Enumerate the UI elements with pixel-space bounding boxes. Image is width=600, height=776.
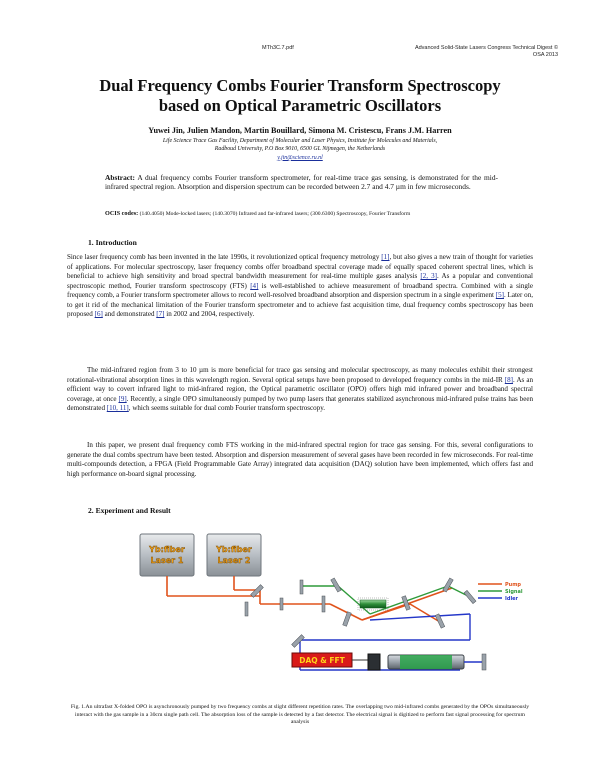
venue-year: OSA 2013 [532, 52, 558, 58]
affiliation-line-1: Life Science Trace Gas Facility, Departm… [162, 138, 438, 144]
ref-link[interactable]: [2, 3] [420, 272, 438, 280]
author-list: Yuwei Jin, Julien Mandon, Martin Bouilla… [148, 126, 452, 135]
ocis-codes: OCIS codes: (140.4050) Mode-locked laser… [105, 210, 498, 218]
p1-text-e: . Later on, to get it rid of the mechani… [67, 291, 533, 318]
abstract-label: Abstract: [105, 173, 135, 182]
intro-paragraph-2: The mid-infrared region from 3 to 10 µm … [67, 366, 533, 414]
affiliation: Life Science Trace Gas Facility, Departm… [0, 137, 600, 162]
laser-2-label: Yb:fiber [215, 545, 252, 554]
p2-text-d: , which seems suitable for dual comb Fou… [128, 404, 326, 412]
intro-paragraph-3: In this paper, we present dual frequency… [67, 441, 533, 479]
p2-text-b: . As an efficient way to covert infrared… [67, 375, 533, 403]
section-heading-experiment: 2. Experiment and Result [88, 506, 171, 515]
pump-beam [166, 576, 453, 623]
legend-pump-label: Pump [505, 582, 521, 588]
p1-text-c: . As a popular and conventional spectros… [67, 272, 533, 290]
opo-crystal [359, 599, 387, 609]
laser-1-box [139, 533, 195, 577]
abstract: Abstract: A dual frequency combs Fourier… [105, 173, 498, 192]
legend-idler-label: Idler [505, 596, 519, 602]
intro-paragraph-1: Since laser frequency comb has been inve… [67, 253, 533, 320]
signal-beam [300, 585, 473, 615]
section-heading-introduction: 1. Introduction [88, 238, 137, 247]
laser-1-label: Yb:fiber [148, 545, 185, 554]
abstract-text: A dual frequency combs Fourier transform… [105, 173, 498, 192]
paper-title: Dual Frequency Combs Fourier Transform S… [0, 76, 600, 116]
affiliation-line-2: Radboud University, P.O Box 9010, 6500 G… [214, 146, 386, 153]
crystal-mount [357, 597, 389, 611]
p1-text-d: is well-established to achieve measureme… [67, 281, 534, 300]
title-line-2: based on Optical Parametric Oscillators [158, 96, 442, 115]
laser-1-label: Laser 1 [151, 556, 184, 565]
mirror-set [244, 577, 477, 648]
ref-link[interactable]: [10, 11] [106, 404, 129, 412]
gas-cell-window [400, 655, 452, 669]
detector [367, 653, 381, 671]
cell-mirror [481, 653, 487, 671]
laser-2-box [206, 533, 262, 577]
legend-signal-label: Signal [505, 589, 523, 595]
ref-link[interactable]: [9] [118, 394, 127, 403]
beam-legend: Pump Signal Idler [478, 582, 523, 602]
ref-link[interactable]: [8] [504, 375, 514, 384]
ocis-label: OCIS codes: [105, 210, 139, 217]
title-line-1: Dual Frequency Combs Fourier Transform S… [99, 76, 501, 95]
ocis-text: (140.4050) Mode-locked lasers; (140.3070… [139, 211, 411, 217]
figure-caption: Fig. 1.An ultrafast X-folded OPO is asyn… [70, 704, 530, 726]
venue-line: Advanced Solid-State Lasers Congress Tec… [414, 45, 558, 51]
ref-link[interactable]: [1] [381, 253, 390, 261]
p3-text: In this paper, we present dual frequency… [67, 441, 533, 478]
p2-text-a: The mid-infrared region from 3 to 10 µm … [67, 366, 533, 384]
p1-text-a: Since laser frequency comb has been inve… [67, 253, 382, 261]
author-email-link[interactable]: y.jin@science.ru.nl [277, 154, 323, 161]
daq-label: DAQ & FFT [299, 656, 345, 665]
p1-text-f: and demonstrated [102, 310, 157, 318]
ref-link[interactable]: [4] [250, 281, 259, 290]
p2-text-c: . Recently, a single OPO simultaneously … [67, 394, 533, 413]
p1-text-b: , but also gives a new train of thought … [67, 253, 533, 280]
paper-code: MTh3C.7.pdf [262, 45, 294, 51]
laser-2-label: Laser 2 [218, 556, 251, 565]
ref-link[interactable]: [5] [495, 291, 504, 299]
ref-link[interactable]: [7] [156, 310, 165, 318]
p1-text-g: in 2002 and 2004, respectively. [164, 310, 255, 318]
ref-link[interactable]: [6] [94, 310, 103, 318]
